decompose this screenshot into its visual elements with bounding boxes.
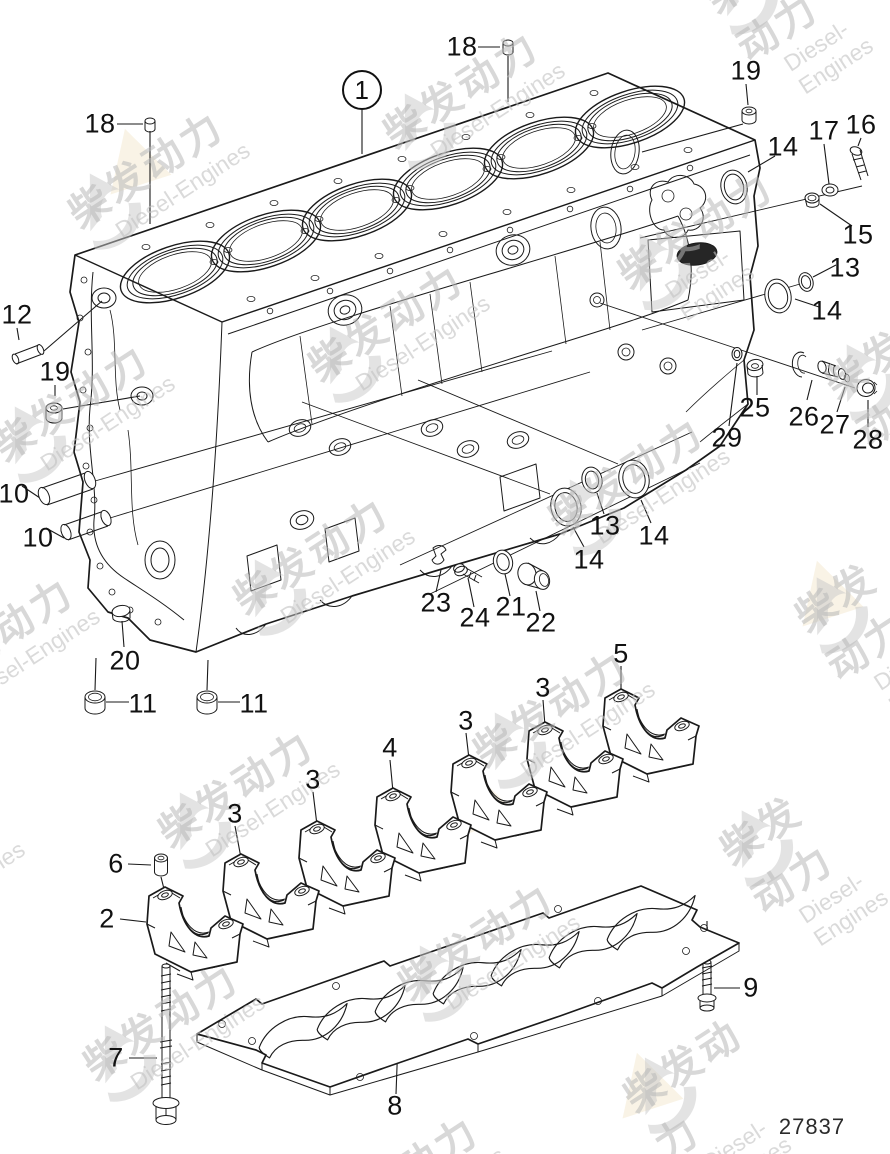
main-bolt-7 [152, 963, 180, 1125]
callout-14: 14 [638, 520, 670, 551]
ring-29 [731, 347, 743, 361]
callout-13: 13 [829, 252, 861, 283]
plug-19-left [45, 402, 63, 424]
plug-18-top [502, 39, 514, 56]
callout-24: 24 [459, 602, 491, 633]
callout-26: 26 [788, 401, 820, 432]
c-ring-26 [791, 351, 807, 378]
bushing-6 [154, 853, 168, 877]
washer-17 [821, 183, 839, 197]
plug-18-left [144, 117, 156, 133]
stud-9 [697, 959, 717, 1012]
callout-10: 10 [22, 522, 54, 553]
callout-22: 22 [525, 607, 557, 638]
bolt-24 [453, 563, 483, 584]
callout-3: 3 [458, 705, 474, 736]
callout-3: 3 [535, 672, 551, 703]
callout-18: 18 [446, 31, 478, 62]
callout-8: 8 [387, 1090, 403, 1121]
assembly-axis-lines [94, 185, 863, 595]
callout-4: 4 [382, 732, 398, 763]
dowel-pin-12 [11, 344, 45, 365]
valve-27 [817, 360, 851, 383]
callout-9: 9 [743, 972, 759, 1003]
cup-plug-11a [84, 690, 106, 715]
callout-7: 7 [108, 1042, 124, 1073]
callout-3: 3 [305, 764, 321, 795]
callout-18: 18 [84, 108, 116, 139]
plug-19-right [741, 106, 757, 125]
cup-washer-15 [804, 192, 820, 208]
engine-block [69, 72, 761, 653]
callout-27: 27 [819, 409, 851, 440]
o-ring-21 [492, 549, 514, 575]
callout-23: 23 [420, 587, 452, 618]
block-front-face [235, 164, 694, 635]
seal-ring-13a [798, 272, 814, 292]
callout-12: 12 [1, 299, 33, 330]
callout-14: 14 [811, 295, 843, 326]
callout-11: 11 [128, 688, 158, 719]
callout-14: 14 [767, 131, 799, 162]
cap-28 [856, 378, 878, 398]
callout-10: 10 [0, 478, 30, 509]
callout-1: 1 [342, 70, 382, 110]
callout-15: 15 [842, 219, 874, 250]
cup-plug-14b [764, 278, 792, 314]
dowel-sleeve-10a [37, 470, 97, 506]
clip-23 [431, 545, 447, 565]
callout-17: 17 [808, 115, 840, 146]
cup-plug-11b [196, 690, 218, 715]
cup-plug-14d [618, 459, 650, 499]
callout-29: 29 [711, 422, 743, 453]
callout-25: 25 [739, 392, 771, 423]
callout-19: 19 [39, 356, 71, 387]
deck-bolt-holes [141, 90, 693, 302]
plug-25 [746, 358, 764, 378]
callout-14: 14 [573, 544, 605, 575]
callout-11: 11 [239, 688, 269, 719]
cup-plug-14a [720, 169, 748, 205]
bolt-16 [849, 146, 869, 181]
cup-plug-20 [111, 604, 131, 623]
callout-16: 16 [845, 109, 877, 140]
callout-19: 19 [730, 55, 762, 86]
callout-28: 28 [852, 424, 884, 455]
drawing-number: 27837 [778, 1114, 846, 1139]
plug-22 [517, 562, 551, 590]
callout-6: 6 [108, 848, 124, 879]
callout-5: 5 [613, 638, 629, 669]
dowel-sleeve-10b [60, 509, 112, 541]
callout-3: 3 [227, 798, 243, 829]
callout-2: 2 [99, 903, 115, 934]
callout-20: 20 [109, 645, 141, 676]
callout-13: 13 [589, 510, 621, 541]
callout-21: 21 [495, 591, 527, 622]
fastener-parts [11, 39, 878, 1125]
